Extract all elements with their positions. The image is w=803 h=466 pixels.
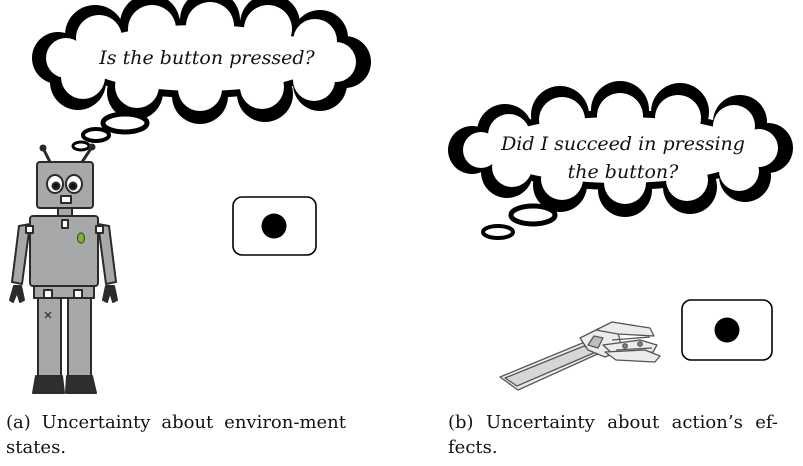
caption-b: (b) Uncertainty about action’s ef-fects. xyxy=(448,412,778,458)
button-icon xyxy=(681,299,773,361)
panel-b: Did I succeed in pressing the button? xyxy=(448,81,793,391)
thought-text-b-line2: the button? xyxy=(568,161,680,183)
panel-a: Is the button pressed? xyxy=(9,0,371,394)
robotic-hand-icon xyxy=(499,321,661,391)
thought-cloud-icon xyxy=(448,81,793,240)
thought-text-b-line1: Did I succeed in pressing xyxy=(500,133,745,155)
button-icon xyxy=(232,196,317,256)
thought-text-a: Is the button pressed? xyxy=(98,47,315,69)
caption-a: (a) Uncertainty about environ-ment state… xyxy=(6,412,346,458)
thought-cloud-icon xyxy=(32,0,371,152)
robot-icon xyxy=(9,143,118,394)
